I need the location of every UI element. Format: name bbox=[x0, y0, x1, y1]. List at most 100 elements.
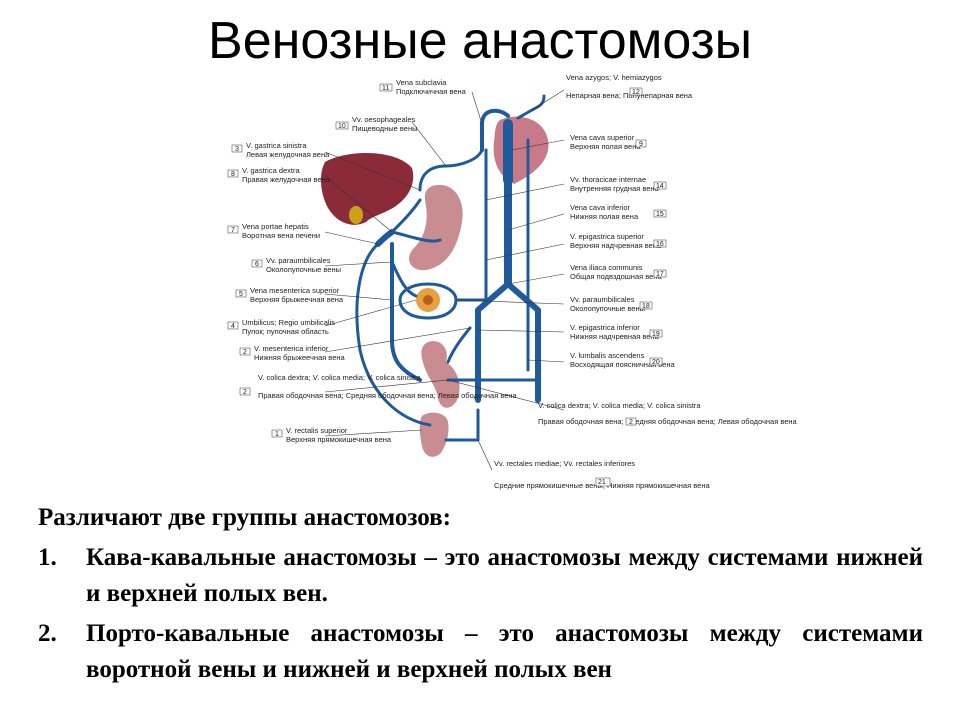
label-latin: V. epigastrica inferior bbox=[570, 323, 640, 332]
label-number: 18 bbox=[642, 303, 650, 310]
leader-lines bbox=[324, 89, 565, 471]
gallbladder bbox=[349, 206, 363, 224]
label-latin: V. colica dextra; V. colica media; V. co… bbox=[258, 373, 421, 382]
label-number: 21 bbox=[598, 479, 606, 486]
heart bbox=[493, 116, 549, 184]
label-latin: Umbilicus; Regio umbilicalis bbox=[242, 318, 335, 327]
stomach bbox=[409, 184, 463, 271]
label-mesenteric-inferior: 2 V. mesenterica inferior Нижняя брыжееч… bbox=[239, 344, 346, 362]
superior-mesenteric-vein bbox=[390, 242, 422, 382]
label-number: 1 bbox=[275, 431, 279, 438]
label-colic-right: V. colica dextra; V. colica media; V. co… bbox=[538, 401, 798, 426]
splenic-vein bbox=[390, 230, 442, 243]
label-portal-vein: 7 Vena portae hepatis Воротная вена пече… bbox=[227, 222, 320, 240]
label-latin: V. gastrica dextra bbox=[242, 166, 300, 175]
label-gastric-sinistra: 3 V. gastrica sinistra Левая желудочная … bbox=[231, 141, 330, 159]
label-russian: Верхняя брыжеечная вена bbox=[250, 295, 344, 304]
labels-right: Vena azygos; V. hemiazygos Непарная вена… bbox=[494, 73, 798, 490]
label-number: 16 bbox=[656, 241, 664, 248]
label-russian: Верхняя полая вена bbox=[570, 142, 641, 151]
label-number: 5 bbox=[239, 291, 243, 298]
label-gastric-dextra: 8 V. gastrica dextra Правая желудочная в… bbox=[227, 166, 331, 184]
label-latin: Vena mesenterica superior bbox=[250, 286, 340, 295]
label-rectal-medial: Vv. rectales mediae; Vv. rectales inferi… bbox=[494, 459, 710, 490]
label-number: 4 bbox=[231, 323, 235, 330]
label-number: 2 bbox=[243, 349, 247, 356]
intro-text: Различают две группы анастомозов: bbox=[38, 504, 451, 531]
label-latin: Vena cava superior bbox=[570, 133, 635, 142]
portal-vein bbox=[375, 229, 395, 247]
list-item: 2. Порто-кавальные анастомозы – это анас… bbox=[38, 616, 923, 688]
label-latin: Vv. oesophageales bbox=[352, 115, 415, 124]
rectal-veins bbox=[444, 408, 480, 442]
iliac-vein-left bbox=[475, 281, 511, 403]
label-iliac-common: Vena iliaca communis Общая подвздошная в… bbox=[570, 263, 667, 281]
label-russian: Непарная вена; Полунепарная вена bbox=[566, 91, 693, 100]
label-epigastric-superior: V. epigastrica superior Верхняя надчревн… bbox=[570, 232, 667, 250]
label-latin: V. epigastrica superior bbox=[570, 232, 644, 241]
label-latin: Vv. rectales mediae; Vv. rectales inferi… bbox=[494, 459, 635, 468]
slide-title: Венозные анастомозы bbox=[208, 12, 752, 70]
umbilicus bbox=[416, 288, 440, 312]
label-russian: Околопупочные вены bbox=[266, 265, 341, 274]
label-russian: Восходящая поясничная вена bbox=[570, 360, 675, 369]
label-number: 6 bbox=[255, 261, 259, 268]
inferior-mesenteric-vein bbox=[446, 326, 472, 364]
label-ivc: Vena cava inferior Нижняя полая вена 15 bbox=[570, 203, 667, 221]
label-number: 11 bbox=[382, 85, 389, 92]
label-colic-left: 2 V. colica dextra; V. colica media; V. … bbox=[239, 373, 518, 400]
label-umbilicus: 4 Umbilicus; Regio umbilicalis Пупок; пу… bbox=[227, 318, 335, 336]
esophageal-veins bbox=[418, 148, 484, 192]
label-russian: Подключичная вена bbox=[396, 87, 467, 96]
labels-top: 11 Vena subclavia Подключичная вена 10 V… bbox=[335, 78, 467, 133]
label-latin: V. lumbalis ascendens bbox=[570, 351, 645, 360]
label-number: 9 bbox=[639, 141, 643, 148]
colon bbox=[421, 341, 460, 408]
label-latin: Vena azygos; V. hemiazygos bbox=[566, 73, 662, 82]
label-esophageal: 10 Vv. oesophageales Пищеводные вены bbox=[335, 115, 418, 133]
label-russian: Верхняя прямокишечная вена bbox=[286, 435, 392, 444]
label-number: 20 bbox=[652, 359, 660, 366]
list-item: 1. Кава-кавальные анастомозы – это анаст… bbox=[38, 540, 923, 612]
paraumbilical-veins bbox=[390, 260, 418, 298]
rectum bbox=[419, 412, 449, 457]
label-epigastric-inferior: V. epigastrica inferior Нижняя надчревна… bbox=[570, 323, 663, 341]
label-svc: Vena cava superior Верхняя полая вена 9 bbox=[570, 133, 647, 151]
label-latin: V. mesenterica inferior bbox=[254, 344, 329, 353]
content-text: Различают две группы анастомозов: 1. Кав… bbox=[38, 500, 923, 692]
azygos-vein bbox=[516, 94, 546, 120]
liver bbox=[320, 152, 414, 225]
label-russian: Нижняя полая вена bbox=[570, 212, 639, 221]
veins bbox=[355, 94, 546, 442]
label-number: 2 bbox=[243, 389, 247, 396]
organs bbox=[320, 116, 549, 457]
label-latin: Vena cava inferior bbox=[570, 203, 631, 212]
label-number: 17 bbox=[656, 271, 664, 278]
list-item-text: Порто-кавальные анастомозы – это анастом… bbox=[86, 620, 923, 683]
label-russian: Нижняя надчревная вена bbox=[570, 332, 660, 341]
label-rectal-superior: 1 V. rectalis superior Верхняя прямокише… bbox=[271, 426, 392, 444]
label-latin: Vv. paraumbilicales bbox=[266, 256, 331, 265]
labels-left: 3 V. gastrica sinistra Левая желудочная … bbox=[227, 141, 518, 444]
list-item-text: Кава-кавальные анастомозы – это анастомо… bbox=[86, 544, 923, 607]
left-portal-branch bbox=[355, 242, 432, 427]
label-russian: Околопупочные вены bbox=[570, 304, 645, 313]
label-mesenteric-superior: 5 Vena mesenterica superior Верхняя брыж… bbox=[235, 286, 344, 304]
list-marker: 1. bbox=[38, 544, 57, 571]
label-latin: Vena subclavia bbox=[396, 78, 447, 87]
label-number: 14 bbox=[656, 183, 664, 190]
label-latin: Vv. paraumbilicales bbox=[570, 295, 635, 304]
label-number: 2 bbox=[629, 419, 633, 426]
list-marker: 2. bbox=[38, 620, 57, 647]
label-russian: Пупок; пупочная область bbox=[242, 327, 329, 336]
label-number: 15 bbox=[656, 211, 664, 218]
label-number: 19 bbox=[652, 331, 660, 338]
label-lumbar-ascending: V. lumbalis ascendens Восходящая пояснич… bbox=[570, 351, 675, 369]
umbilical-ring bbox=[398, 282, 458, 320]
label-number: 7 bbox=[231, 227, 235, 234]
label-russian: Правая ободочная вена; Средняя ободочная… bbox=[538, 417, 798, 426]
label-russian: Общая подвздошная вена bbox=[570, 272, 662, 281]
label-russian: Верхняя надчревная вена bbox=[570, 241, 662, 250]
label-paraumbilical-right: Vv. paraumbilicales Околопупочные вены 1… bbox=[570, 295, 653, 313]
label-russian: Пищеводные вены bbox=[352, 124, 418, 133]
